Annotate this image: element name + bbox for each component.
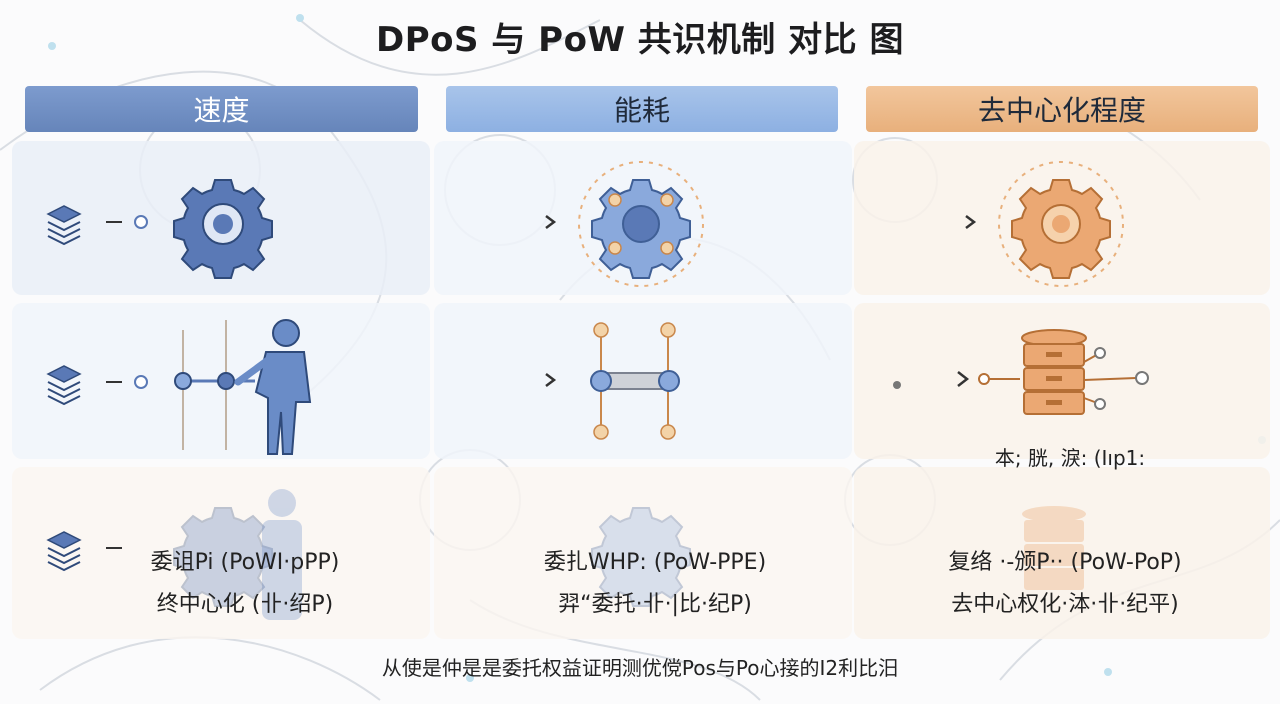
speed-bottom-line-2: 终中心化 (卝·绍P) [156,592,334,617]
person-icon [262,489,302,620]
speed-bottom-line-1: 委诅Pi (PoWI·pPP) [150,550,340,575]
gear-icon [1011,179,1111,279]
chevron-right-icon [545,215,557,229]
chevron-right-icon [545,373,557,387]
decent-panel-3 [854,467,1270,639]
layers-icon [47,205,81,245]
dashed-ring [578,161,704,287]
gear-icon [591,179,691,279]
gear-icon [173,179,273,279]
page-title: DPoS 与 PoW 共识机制 对比 图 [376,20,904,60]
decentralization-bottom-line-2: 去中心权化·泍·卝·纪平) [951,592,1179,617]
person-icon [234,319,312,455]
footer-caption: 从使是仲是是委托权益证明测优傥Pos与Po心接的I2利比汨 [381,656,899,680]
network-node-icon [590,322,680,440]
energy-bottom-line-2: 羿“委托·卝·|比·纪P) [558,592,752,617]
decentralization-bottom-line-1: 复络 ·-颁P·· (PoW-PoP) [948,550,1182,575]
column-header-speed: 速度 [25,86,418,132]
server-icon [978,329,1149,415]
energy-bottom-line-1: 委扎WHP: (PoW-PPE) [543,550,767,575]
server-icon [1022,506,1086,590]
decentralization-note: 本; 胱, 淚: (Iıp1: [994,446,1146,470]
layers-icon [47,365,81,405]
column-header-decentralization: 去中心化程度 [866,86,1258,132]
chevron-right-icon [957,371,970,387]
column-header-energy: 能耗 [446,86,838,132]
chevron-right-icon [965,215,977,229]
